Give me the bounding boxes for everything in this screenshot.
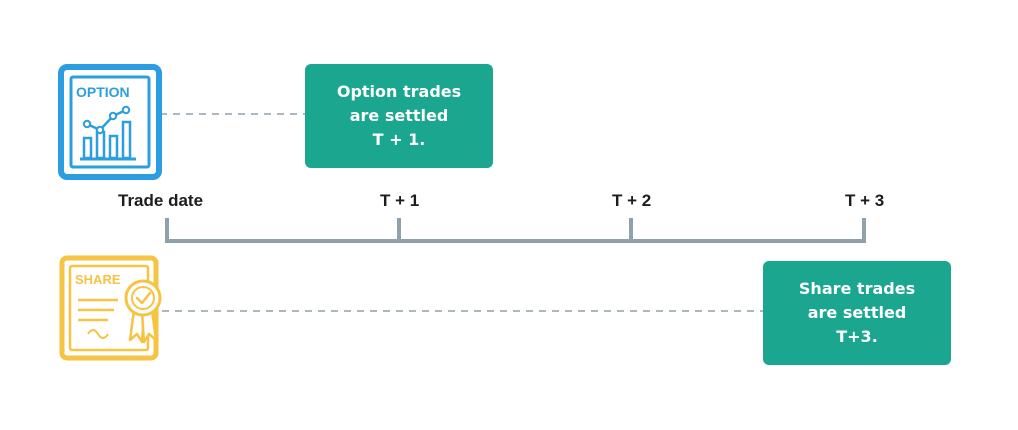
tick-label-t1: T + 1 xyxy=(380,191,420,210)
option-note-line-2: are settled xyxy=(349,106,449,125)
share-note-line-1: Share trades xyxy=(798,279,916,298)
share-note-line-2: are settled xyxy=(807,303,907,322)
option-note-line-1: Option trades xyxy=(336,82,462,101)
share-settlement-note: Share trades are settled T+3. xyxy=(763,261,951,365)
option-chart-icon: OPTION xyxy=(58,64,162,180)
tick-label-t2: T + 2 xyxy=(612,191,652,210)
option-note-line-3: T + 1. xyxy=(372,130,426,149)
tick-label-t3: T + 3 xyxy=(845,191,885,210)
share-certificate-icon: SHARE xyxy=(59,255,162,361)
option-settlement-note: Option trades are settled T + 1. xyxy=(305,64,493,168)
option-icon-label: OPTION xyxy=(76,84,130,100)
share-note-line-3: T+3. xyxy=(836,327,878,346)
tick-label-trade-date: Trade date xyxy=(118,191,204,210)
share-icon-label: SHARE xyxy=(75,272,121,287)
